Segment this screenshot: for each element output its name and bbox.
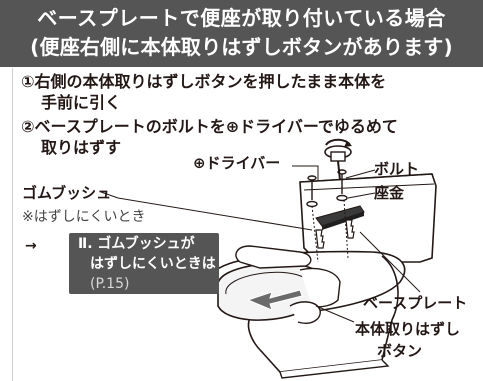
screwdriver-label: ⊕ドライバー xyxy=(193,154,281,172)
base-plate-label: ベースプレート xyxy=(363,294,468,312)
reference-arrow: → xyxy=(25,238,37,254)
reference-line-2: はずしにくいときは xyxy=(90,256,216,272)
release-button-label-2: ボタン xyxy=(377,342,423,360)
reference-line-1: Ⅱ. ゴムブッシュが xyxy=(78,236,195,252)
rubber-bush-label: ゴムブッシュ xyxy=(22,184,112,202)
step-2-line-2: 取りはずす xyxy=(41,138,122,157)
hand xyxy=(235,245,312,269)
hard-to-remove-note: ※はずしにくいとき xyxy=(22,209,146,225)
washer-label: 座金 xyxy=(374,184,405,202)
toilet-tank xyxy=(299,173,437,263)
section-subtitle: (便座右側に本体取りはずしボタンがあります) xyxy=(30,35,453,59)
section-title: ベースプレートで便座が取り付いている場合 xyxy=(37,6,446,30)
pull-direction-arrow xyxy=(246,289,303,311)
reference-box xyxy=(69,233,219,294)
release-button-label-1: 本体取りはずし xyxy=(355,320,461,338)
left-margin-rule xyxy=(12,68,13,381)
reference-page: (P.15) xyxy=(90,276,130,292)
step-2-line-1: ②ベースプレートのボルトを⊕ドライバーでゆるめて xyxy=(21,117,398,136)
bolt-label: ボルト xyxy=(374,160,420,178)
section-header: ベースプレートで便座が取り付いている場合 (便座右側に本体取りはずしボタンがあり… xyxy=(0,0,483,67)
step-1-line-1: ①右側の本体取りはずしボタンを押したまま本体を xyxy=(21,72,387,91)
rubber-bush-parts xyxy=(315,219,355,249)
step-1-line-2: 手前に引く xyxy=(41,93,122,112)
screwdriver-icon xyxy=(324,138,352,181)
